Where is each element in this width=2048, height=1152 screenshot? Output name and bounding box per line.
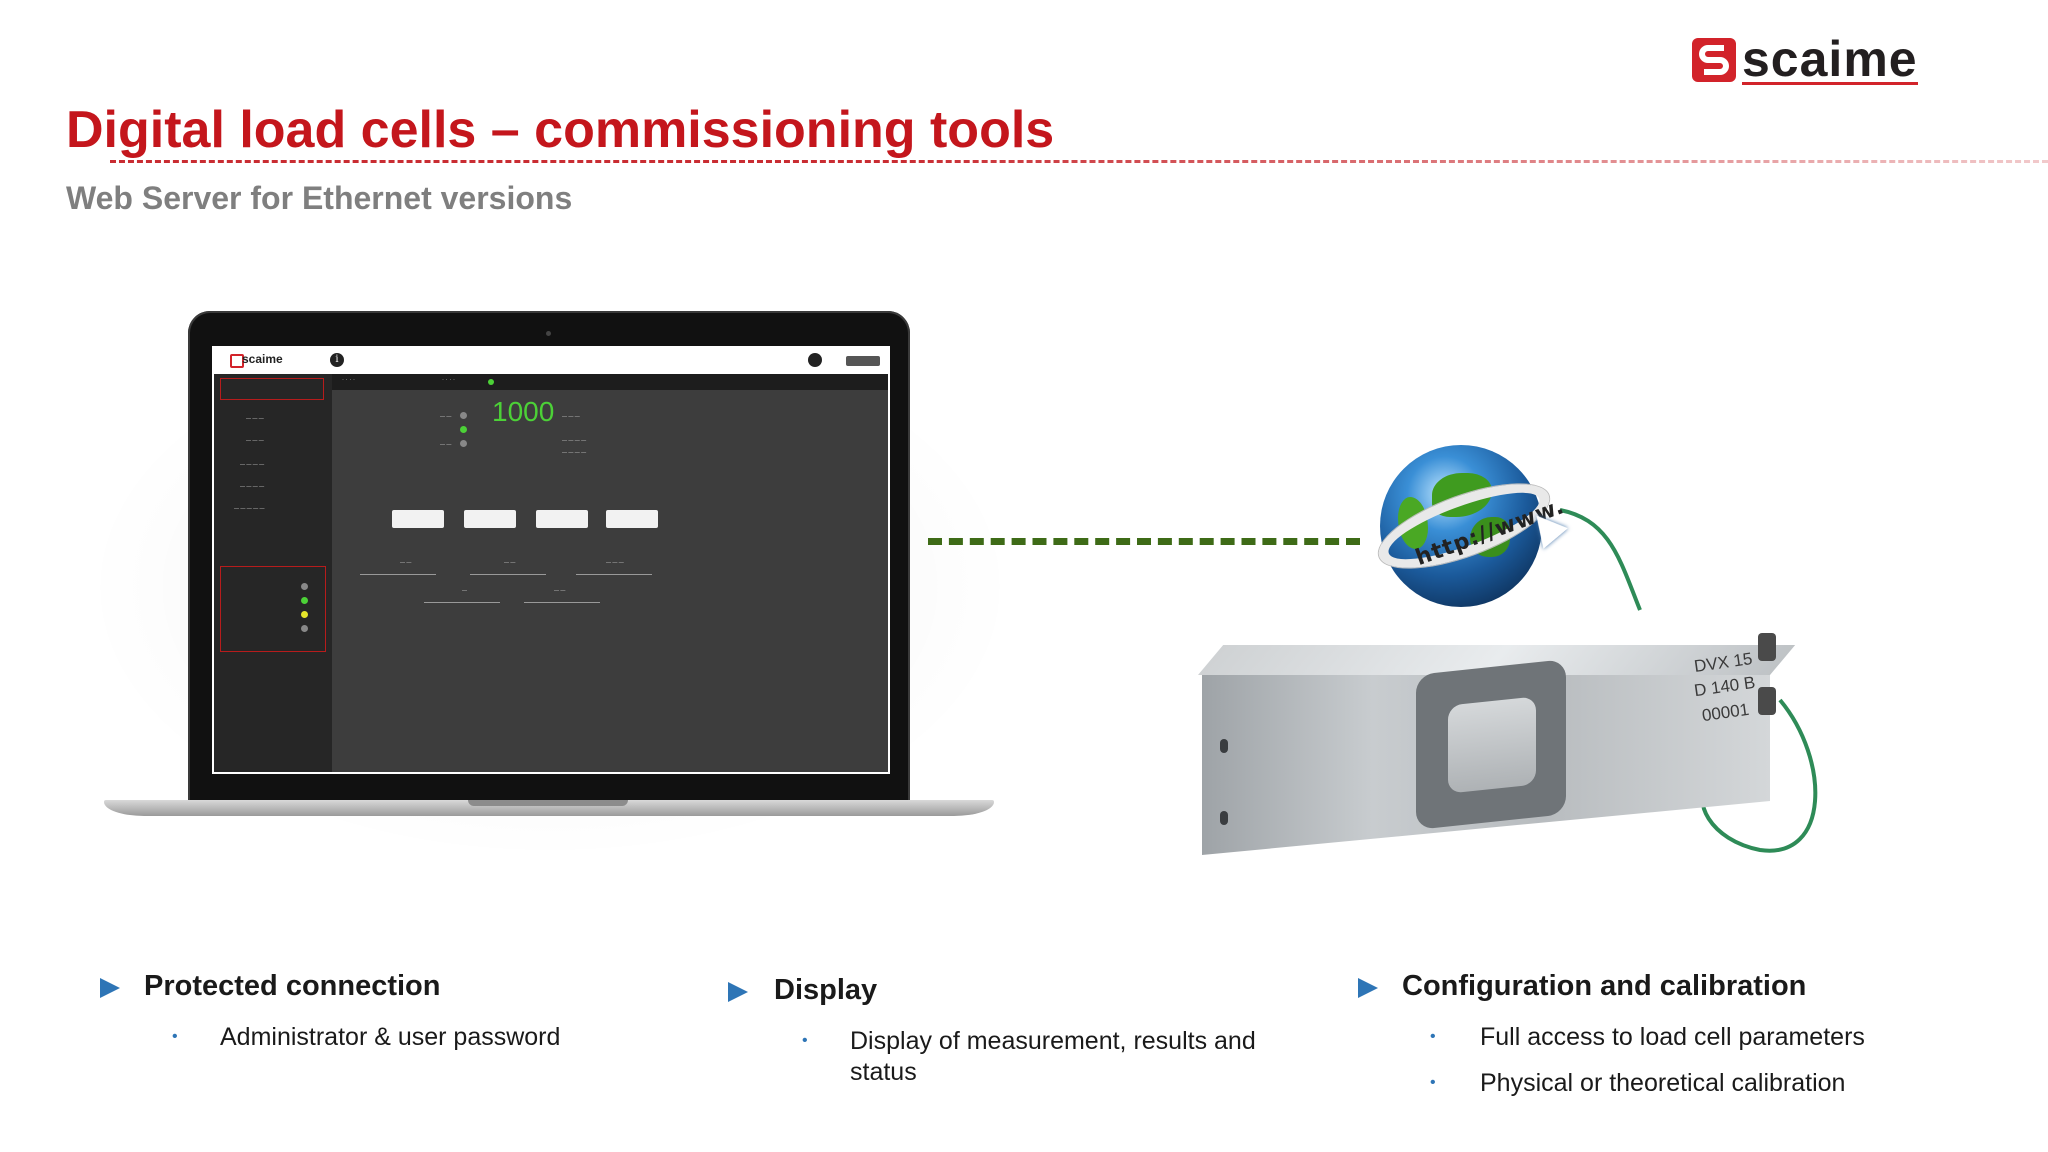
indicator-dot [460,426,467,433]
web-server-sidebar: — — — — — — — — — — — — — — — — — — — [214,374,332,772]
mounting-hole [1220,811,1228,825]
inputs-indicator: · · · · [342,377,355,383]
mounting-hole [1220,739,1228,753]
feature-item: Administrator & user password [220,1023,561,1051]
title-divider-fade [900,156,2048,166]
connection-status-panel [220,566,326,652]
connection-dashed-line [928,538,1360,545]
sidebar-text: — — — — [240,484,265,490]
field-label: — — [554,588,566,594]
feature-title: Display [774,974,878,1006]
sidebar-text: — — — [246,438,264,444]
command-button[interactable] [606,510,658,528]
status-dot [301,597,308,604]
load-cell-image: DVX 15 D 140 B 00001 [1198,615,1796,885]
command-button[interactable] [464,510,516,528]
belt-speed-field[interactable] [470,574,546,575]
scaime-logo-mark-icon [1692,38,1736,82]
feature-item: Physical or theoretical calibration [1480,1069,1846,1097]
laptop-camera [546,331,551,336]
gross-label: — — — — [562,438,587,444]
outputs-indicator: · · · · [442,377,455,383]
laptop-base [104,800,994,816]
play-triangle-icon [1358,978,1378,998]
play-triangle-icon [100,978,120,998]
output-dot [488,379,494,385]
net-label: — — — [562,414,580,420]
field-label: — [462,588,467,594]
status-dot [301,625,308,632]
indicator-label: — — [440,414,452,420]
feature-title: Configuration and calibration [1402,970,1807,1002]
app-logo-text: scaime [242,352,283,366]
tare-label: — — — — [562,450,587,456]
status-dot [301,611,308,618]
total-field[interactable] [424,602,500,603]
bullet-icon: • [172,1028,178,1045]
bullet-icon: • [1430,1028,1436,1045]
web-server-topbar: scaime i [214,348,888,374]
globe-land [1470,517,1510,557]
flow-rate-field[interactable] [576,574,652,575]
globe-icon: http://www. [1369,440,1590,610]
indicator-dot [460,440,467,447]
load-cell-pad [1448,696,1536,794]
logo-wordmark: scaime [1742,31,1918,87]
indicator-label: — — [440,442,452,448]
field-label: — — [400,560,412,566]
bullet-icon: • [1430,1074,1436,1091]
sidebar-text: — — — [246,416,264,422]
net-weight-value: 1000 [492,396,555,427]
gear-icon[interactable] [808,353,822,367]
page-subtitle: Web Server for Ethernet versions [66,180,573,216]
io-status-bar: · · · · · · · · [332,374,888,390]
scaime-logo: scaime [1690,31,1920,88]
login-button[interactable] [846,356,880,366]
field-label: — — [504,560,516,566]
field-label: — — — [606,560,624,566]
sidebar-header [220,378,324,400]
feature-item: Display of measurement, results and stat… [850,1027,1256,1086]
globe-sphere [1380,445,1542,607]
globe-land [1398,497,1428,549]
batch-progress-field[interactable] [524,602,600,603]
laptop-notch [468,800,628,806]
bullet-icon: • [802,1032,808,1049]
page-title: Digital load cells – commissioning tools [66,101,1055,159]
web-server-main: — — — — — — — — — — — — — — — [332,390,888,772]
connector [1758,687,1776,715]
laptop-screen: scaime i — — — — — — — — — — — — — — — —… [212,346,890,774]
info-icon[interactable]: i [330,353,344,367]
logo-underline [1742,82,1918,85]
feature-item: Full access to load cell parameters [1480,1023,1865,1051]
indicator-dot [460,412,467,419]
sidebar-text: — — — — [240,462,265,468]
app-logo-icon [230,354,244,368]
feature-title: Protected connection [144,970,441,1002]
sidebar-text: — — — — — [234,506,265,512]
play-triangle-icon [728,982,748,1002]
command-button[interactable] [536,510,588,528]
belt-load-field[interactable] [360,574,436,575]
status-dot [301,583,308,590]
command-button[interactable] [392,510,444,528]
connector [1758,633,1776,661]
